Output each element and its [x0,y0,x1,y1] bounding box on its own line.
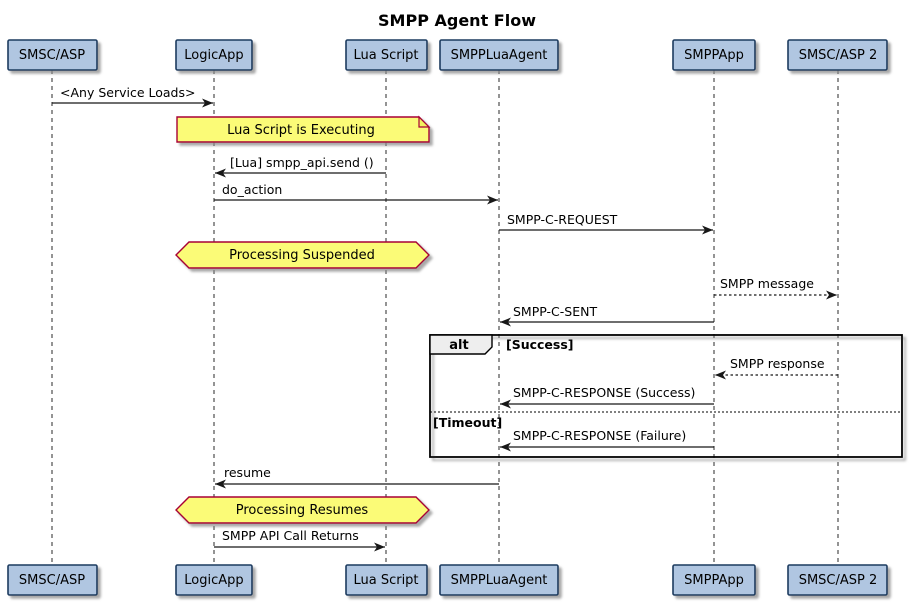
message-smpp-c-request: SMPP-C-REQUEST [499,212,713,235]
message-smpp-c-sent: SMPP-C-SENT [500,304,714,327]
note-lua-executing: Lua Script is Executing [176,115,431,143]
participant-top-smppluaagent: SMPPLuaAgent [439,39,559,71]
message-smpp-message: SMPP message [714,276,837,300]
participant-bottom-smsc-asp: SMSC/ASP [7,564,98,596]
message-label: do_action [222,182,282,197]
message-label: resume [224,465,271,480]
participant-label: LogicApp [184,573,243,588]
message-smpp-api-call-returns: SMPP API Call Returns [214,528,385,552]
participants-top: SMSC/ASP LogicApp Lua Script SMPPLuaAgen… [7,39,888,71]
message-resume: resume [215,465,499,489]
message-lua-smpp-api-send: [Lua] smpp_api.send () [215,155,386,178]
hexnote-processing-suspended: Processing Suspended [175,241,430,269]
participant-top-lua-script: Lua Script [345,39,428,71]
participant-label: SMSC/ASP 2 [799,573,878,588]
participant-label: LogicApp [184,48,243,63]
participant-top-smsc-asp-2: SMSC/ASP 2 [787,39,888,71]
message-smpp-c-response-success: SMPP-C-RESPONSE (Success) [500,385,714,409]
participant-box [672,564,756,596]
participant-label: Lua Script [353,573,418,588]
alt-operator-label: alt [449,338,468,353]
participant-bottom-lua-script: Lua Script [345,564,428,596]
participant-label: SMPPApp [684,573,744,588]
alt-fragment: alt [Success] [Timeout] [429,334,903,458]
hexnote-shape [175,241,430,269]
alt-guard-success: [Success] [506,337,574,352]
participant-box [175,39,253,71]
participant-box [345,39,428,71]
alt-guard-timeout: [Timeout] [433,415,502,430]
participant-label: SMPPLuaAgent [451,573,548,588]
hexnote-text: Processing Suspended [229,248,375,263]
participant-label: SMPPApp [684,48,744,63]
message-label: SMPP-C-RESPONSE (Failure) [513,428,686,443]
hexnote-shape [175,496,430,524]
message-label: SMPP-C-RESPONSE (Success) [513,385,695,400]
participant-bottom-smppapp: SMPPApp [672,564,756,596]
message-label: SMPP message [720,276,814,291]
hexnote-text: Processing Resumes [236,503,369,518]
participant-bottom-smppluaagent: SMPPLuaAgent [439,564,559,596]
diagram-title: SMPP Agent Flow [378,11,536,30]
lifelines [51,70,839,565]
participant-box [7,564,98,596]
participant-box [672,39,756,71]
message-label: SMPP-C-SENT [513,304,597,319]
message-label: SMPP-C-REQUEST [507,212,618,227]
note-body [176,116,430,143]
participant-box [345,564,428,596]
participant-bottom-smsc-asp-2: SMSC/ASP 2 [787,564,888,596]
alt-operator-tab [429,334,493,355]
participant-box [787,564,888,596]
participant-box [439,564,559,596]
participant-label: SMSC/ASP [19,573,85,588]
message-smpp-c-response-failure: SMPP-C-RESPONSE (Failure) [500,428,714,452]
participant-label: SMSC/ASP [19,48,85,63]
message-do-action: do_action [214,182,498,205]
messages: <Any Service Loads> [Lua] smpp_api.send … [52,85,838,552]
message-label: SMPP API Call Returns [222,528,359,543]
message-label: [Lua] smpp_api.send () [230,155,374,170]
participant-box [787,39,888,71]
participant-box [7,39,98,71]
message-label: SMPP response [730,356,825,371]
hexnote-processing-resumes: Processing Resumes [175,496,430,524]
participant-top-smsc-asp: SMSC/ASP [7,39,98,71]
participant-top-logicapp: LogicApp [175,39,253,71]
message-smpp-response: SMPP response [715,356,838,380]
participant-box [175,564,253,596]
alt-frame-border [429,334,903,458]
message-any-service-loads: <Any Service Loads> [52,85,213,108]
message-label: <Any Service Loads> [60,85,195,100]
participant-label: SMPPLuaAgent [451,48,548,63]
participant-box [439,39,559,71]
participant-bottom-logicapp: LogicApp [175,564,253,596]
participant-label: Lua Script [353,48,418,63]
note-fold-corner [418,115,431,128]
participant-top-smppapp: SMPPApp [672,39,756,71]
note-text: Lua Script is Executing [227,123,375,138]
participant-label: SMSC/ASP 2 [799,48,878,63]
participants-bottom: SMSC/ASP LogicApp Lua Script SMPPLuaAgen… [7,564,888,596]
